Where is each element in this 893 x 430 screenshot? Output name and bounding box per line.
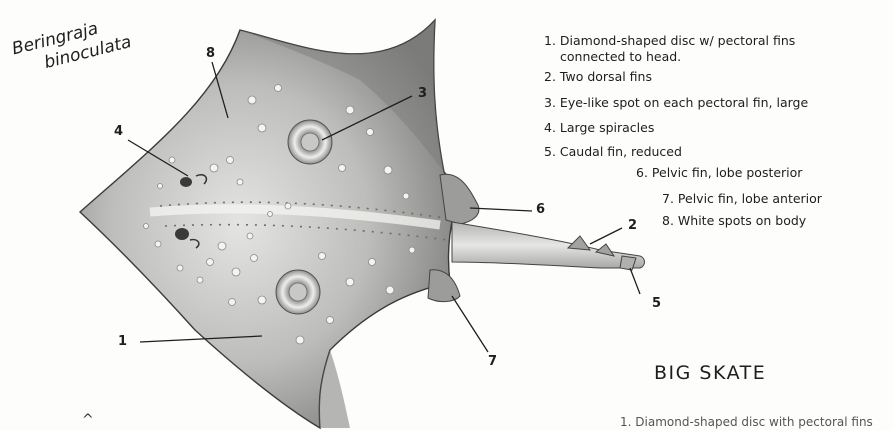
- callout-6: 6: [536, 202, 545, 217]
- legend-item-7: 7. Pelvic fin, lobe anterior: [662, 192, 822, 206]
- cut-off-text-left: ^: [82, 412, 94, 428]
- dorsal-fin-1: [568, 236, 590, 250]
- legend-number: 1.: [544, 33, 556, 48]
- legend-number: 2.: [544, 69, 556, 84]
- pelvic-fin-anterior: [428, 270, 460, 302]
- legend-number: 7.: [662, 191, 674, 206]
- leader-5: [630, 268, 640, 294]
- callout-2: 2: [628, 218, 637, 233]
- leader-2: [590, 228, 622, 244]
- legend-number: 8.: [662, 213, 674, 228]
- legend-number: 5.: [544, 144, 556, 159]
- legend-number: 6.: [636, 165, 648, 180]
- common-name: BIG SKATE: [654, 362, 766, 384]
- legend-item-1-cont: connected to head.: [560, 50, 681, 64]
- legend-text: Pelvic fin, lobe posterior: [652, 165, 803, 180]
- legend-text: Diamond-shaped disc w/ pectoral fins: [560, 33, 795, 48]
- legend-text: Large spiracles: [560, 120, 654, 135]
- cut-off-text-right: 1. Diamond-shaped disc with pectoral fin…: [620, 415, 873, 429]
- skate-tail: [452, 222, 645, 268]
- legend-text: Two dorsal fins: [560, 69, 652, 84]
- legend-item-4: 4. Large spiracles: [544, 121, 654, 135]
- legend-text: Caudal fin, reduced: [560, 144, 682, 159]
- callout-5: 5: [652, 296, 661, 311]
- legend-item-6: 6. Pelvic fin, lobe posterior: [636, 166, 802, 180]
- callout-4: 4: [114, 124, 123, 139]
- callout-3: 3: [418, 86, 427, 101]
- eye-lower: [175, 228, 189, 240]
- legend-item-3: 3. Eye-like spot on each pectoral fin, l…: [544, 96, 808, 110]
- legend-text: connected to head.: [560, 49, 681, 64]
- callout-8: 8: [206, 46, 215, 61]
- legend-text: White spots on body: [678, 213, 806, 228]
- legend-item-1: 1. Diamond-shaped disc w/ pectoral fins: [544, 34, 795, 48]
- legend-number: 3.: [544, 95, 556, 110]
- legend-item-5: 5. Caudal fin, reduced: [544, 145, 682, 159]
- callout-1: 1: [118, 334, 127, 349]
- legend-text: Pelvic fin, lobe anterior: [678, 191, 822, 206]
- eye-spot-lower: [276, 270, 320, 314]
- pelvic-fin-posterior: [440, 174, 479, 224]
- legend-text: Eye-like spot on each pectoral fin, larg…: [560, 95, 808, 110]
- legend-item-2: 2. Two dorsal fins: [544, 70, 652, 84]
- legend-item-8: 8. White spots on body: [662, 214, 806, 228]
- leader-7: [452, 296, 488, 352]
- eye-upper: [180, 177, 192, 187]
- legend-number: 4.: [544, 120, 556, 135]
- eye-spot-upper: [288, 120, 332, 164]
- callout-7: 7: [488, 354, 497, 369]
